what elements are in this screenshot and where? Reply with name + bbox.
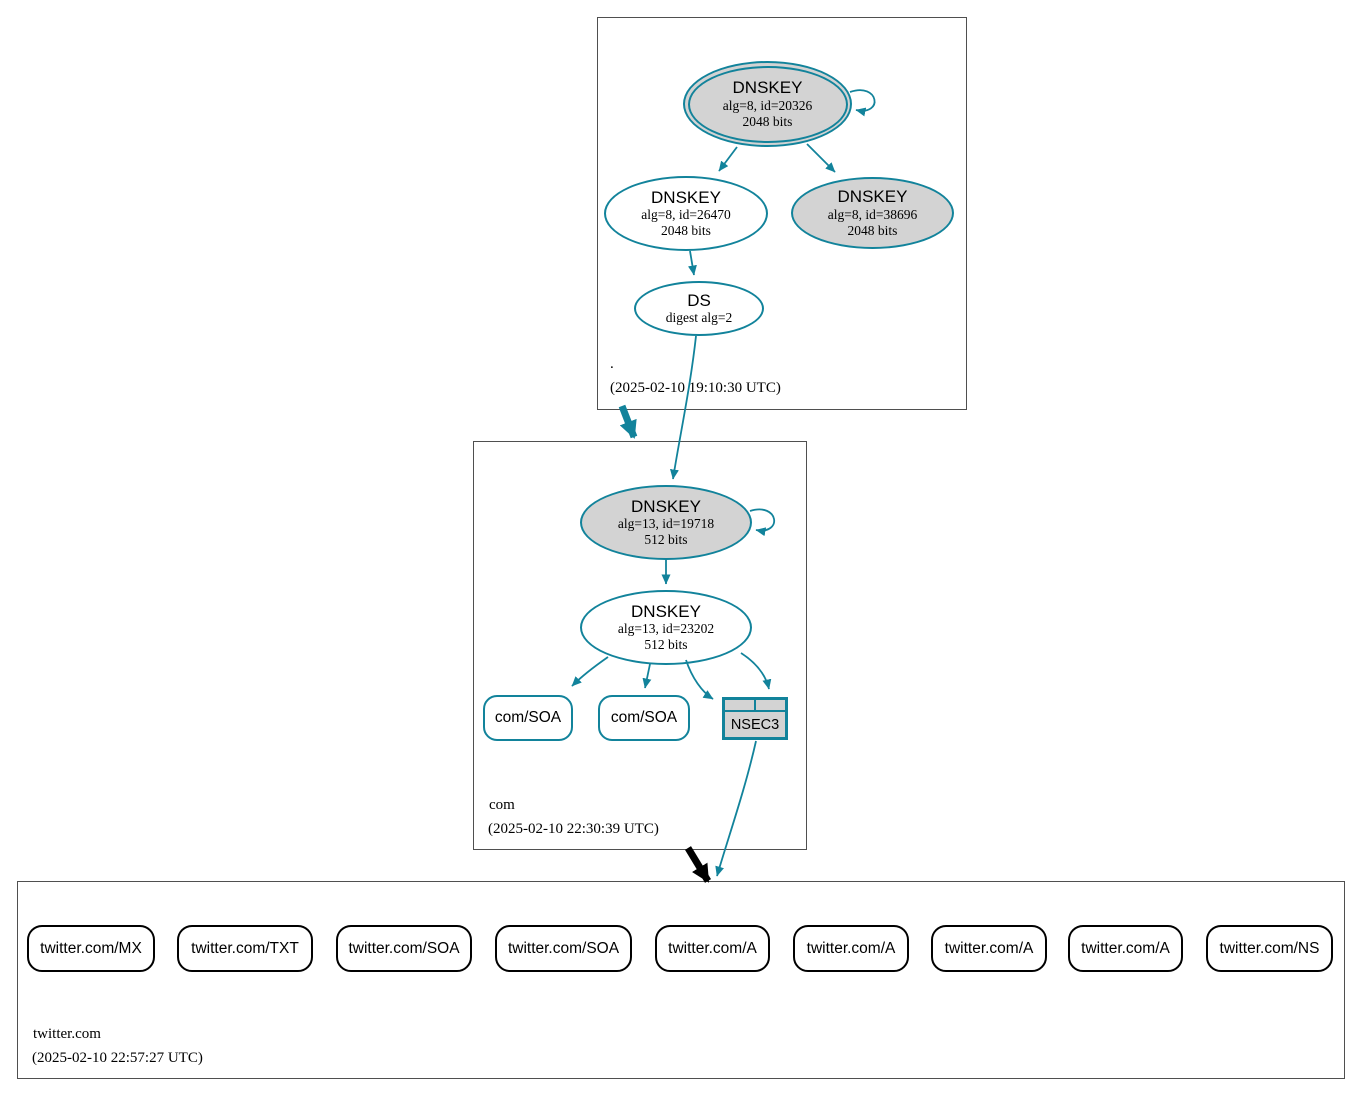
node-label: NSEC3 [730,716,780,733]
node-dnskey-26470[interactable]: DNSKEY alg=8, id=26470 2048 bits [604,176,768,251]
zone-timestamp-com: (2025-02-10 22:30:39 UTC) [488,821,659,837]
zone-label-root: . [610,356,614,372]
zone-box-com [473,441,807,850]
node-com-soa-2[interactable]: com/SOA [598,695,690,741]
nsec3-cell [756,700,785,710]
node-dnskey-38696[interactable]: DNSKEY alg=8, id=38696 2048 bits [791,177,954,249]
node-detail: digest alg=2 [665,310,733,326]
node-detail: 2048 bits [847,222,898,238]
node-label: twitter.com/NS [1219,939,1320,957]
zone-timestamp-twitter: (2025-02-10 22:57:27 UTC) [32,1050,203,1066]
node-label: twitter.com/MX [40,939,142,957]
node-twitter-a-3[interactable]: twitter.com/A [931,925,1047,972]
edge-delegation-com-to-twitter [685,846,711,883]
node-twitter-a-2[interactable]: twitter.com/A [793,925,909,972]
node-detail: 2048 bits [742,113,793,129]
node-title: DNSKEY [732,78,803,98]
node-detail: alg=13, id=19718 [617,516,715,532]
node-label: twitter.com/A [944,939,1034,957]
nsec3-header [725,700,785,712]
node-twitter-a-1[interactable]: twitter.com/A [655,925,770,972]
zone-box-root [597,17,967,410]
node-label: twitter.com/A [806,939,896,957]
node-title: DNSKEY [631,496,701,516]
node-label: com/SOA [610,709,678,726]
node-dnskey-20326[interactable]: DNSKEY alg=8, id=20326 2048 bits [683,61,852,147]
node-dnskey-23202[interactable]: DNSKEY alg=13, id=23202 512 bits [580,590,752,665]
nsec3-cell [725,700,756,710]
zone-label-twitter: twitter.com [33,1026,101,1042]
zone-timestamp-root: (2025-02-10 19:10:30 UTC) [610,380,781,396]
node-twitter-ns[interactable]: twitter.com/NS [1206,925,1333,972]
node-title: DNSKEY [837,187,908,207]
node-twitter-soa-2[interactable]: twitter.com/SOA [495,925,632,972]
node-twitter-soa-1[interactable]: twitter.com/SOA [336,925,472,972]
node-detail: alg=8, id=26470 [641,207,731,223]
node-detail: alg=8, id=38696 [827,206,918,222]
edge-delegation-root-to-com [618,404,638,439]
node-label: twitter.com/A [668,939,757,957]
node-detail: alg=13, id=23202 [617,621,715,637]
node-nsec3[interactable]: NSEC3 [722,697,788,740]
zone-box-twitter [17,881,1345,1079]
node-ds-root[interactable]: DS digest alg=2 [634,281,764,336]
node-detail: 512 bits [644,532,688,548]
node-dnskey-19718[interactable]: DNSKEY alg=13, id=19718 512 bits [580,485,752,560]
node-label: twitter.com/SOA [507,939,620,957]
node-title: DNSKEY [651,187,721,207]
node-twitter-mx[interactable]: twitter.com/MX [27,925,155,972]
node-title: DS [687,290,711,310]
node-label: twitter.com/A [1081,939,1170,957]
node-detail: alg=8, id=20326 [722,97,813,113]
node-detail: 2048 bits [661,223,711,239]
node-twitter-txt[interactable]: twitter.com/TXT [177,925,313,972]
zone-label-com: com [489,797,515,813]
node-label: twitter.com/SOA [348,939,460,957]
node-label: com/SOA [494,709,562,726]
node-com-soa-1[interactable]: com/SOA [483,695,573,741]
node-twitter-a-4[interactable]: twitter.com/A [1068,925,1183,972]
node-label: twitter.com/TXT [191,939,299,957]
node-title: DNSKEY [631,601,701,621]
node-detail: 512 bits [644,637,688,653]
